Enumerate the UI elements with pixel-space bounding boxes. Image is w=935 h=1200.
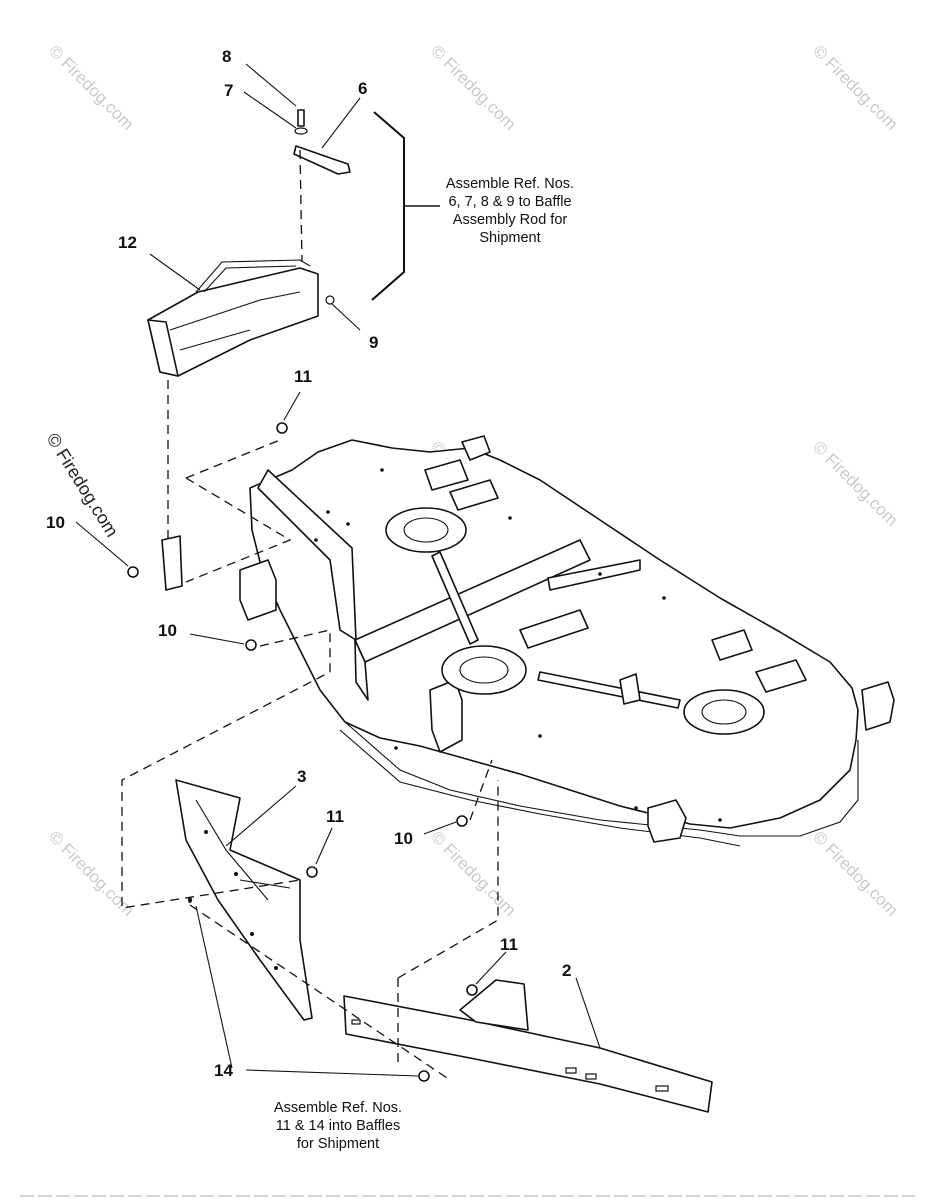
baffle-part-3 — [175, 779, 313, 1021]
nut-10-c — [456, 815, 468, 827]
bolt-11-b — [306, 866, 318, 878]
spindle-center-inner — [459, 656, 509, 684]
deck-bracket-rear — [461, 435, 491, 461]
callout-10b: 10 — [158, 621, 177, 640]
deck-idler — [619, 673, 641, 705]
callout-7: 7 — [224, 81, 233, 100]
callout-10c: 10 — [394, 829, 413, 848]
baffle-2-slots — [351, 1019, 669, 1092]
rod-clip — [161, 535, 183, 591]
deck-rod-1 — [431, 551, 479, 645]
deck-bracket-left — [239, 559, 277, 621]
callout-11b: 11 — [326, 807, 344, 826]
pin-14-hole — [188, 897, 192, 903]
hardware — [127, 422, 478, 1082]
nut-part-9 — [325, 295, 335, 305]
callout-3: 3 — [297, 767, 306, 786]
watermark: © Firedog.com — [427, 827, 519, 919]
deck-bracket-bottom — [647, 799, 687, 843]
baffle-3-body — [175, 779, 313, 1021]
baffle-3-fold — [195, 799, 291, 901]
spindle-right-inner — [701, 699, 747, 725]
callout-2: 2 — [562, 961, 571, 980]
watermark: © Firedog.com — [809, 827, 901, 919]
watermark: © Firedog.com — [809, 437, 901, 529]
nut-10-b — [245, 639, 257, 651]
callout-10a: 10 — [46, 513, 65, 532]
baffle-12-fold — [169, 291, 301, 351]
note-top-line1: Assemble Ref. Nos. — [446, 176, 574, 192]
note-bottom: Assemble Ref. Nos. 11 & 14 into Baffles … — [274, 1100, 402, 1152]
note-bottom-line1: Assemble Ref. Nos. — [274, 1100, 402, 1116]
rod-part-6 — [293, 145, 351, 175]
note-top-line2: 6, 7, 8 & 9 to Baffle — [448, 194, 571, 210]
baffle-2-body — [343, 995, 713, 1113]
callouts: 8 7 6 12 9 11 10 10 3 11 10 11 2 14 — [46, 47, 571, 1080]
callout-11c: 11 — [500, 935, 518, 954]
pin-14 — [418, 1070, 430, 1082]
callout-6: 6 — [358, 79, 367, 98]
deck-skirt-line-lower — [339, 729, 741, 847]
spindle-right — [683, 689, 765, 735]
bolt-part-8 — [297, 109, 305, 127]
note-top-line3: Assembly Rod for — [453, 212, 568, 228]
deck-pad-1 — [424, 459, 469, 491]
bolt-11-a — [276, 422, 288, 434]
note-bottom-line3: for Shipment — [297, 1136, 379, 1152]
callout-14: 14 — [214, 1061, 233, 1080]
callout-11a: 11 — [294, 367, 312, 386]
baffle-12-rod — [195, 259, 311, 293]
callout-12: 12 — [118, 233, 137, 252]
nut-10-a — [127, 566, 139, 578]
watermark: © Firedog.com — [427, 41, 519, 133]
watermark: © Firedog.com — [45, 827, 137, 919]
spindle-left-inner — [403, 517, 449, 543]
mower-deck — [239, 435, 895, 847]
callout-8: 8 — [222, 47, 231, 66]
callout-9: 9 — [369, 333, 378, 352]
deck-pad-3 — [519, 609, 589, 649]
baffle-2-fin — [459, 979, 529, 1031]
watermark: © Firedog.com — [809, 41, 901, 133]
note-top: Assemble Ref. Nos. 6, 7, 8 & 9 to Baffle… — [446, 176, 574, 246]
deck-holes — [314, 468, 722, 822]
spindle-left — [385, 507, 467, 553]
deck-pad-2 — [449, 479, 499, 511]
baffle-12-side — [147, 319, 179, 377]
bolt-11-c — [466, 984, 478, 996]
deck-pad-5 — [755, 659, 807, 693]
deck-side-plate — [257, 469, 357, 641]
deck-pad-4 — [711, 629, 753, 661]
rod-hardware — [293, 109, 351, 305]
baffle-assembly-12 — [147, 259, 319, 377]
leaders — [75, 63, 601, 1077]
deck-bracket-right — [861, 681, 895, 731]
note-bottom-line2: 11 & 14 into Baffles — [276, 1118, 400, 1134]
deck-rod-3 — [547, 559, 641, 591]
washer-part-7 — [294, 127, 308, 135]
note-top-line4: Shipment — [479, 230, 540, 246]
spindle-center — [441, 645, 527, 695]
watermark: © Firedog.com — [45, 41, 137, 133]
baffle-3-holes — [204, 830, 278, 970]
deck-front-plate-face — [354, 639, 369, 701]
baffle-part-2 — [343, 979, 713, 1113]
assembly-lines — [121, 149, 499, 1081]
